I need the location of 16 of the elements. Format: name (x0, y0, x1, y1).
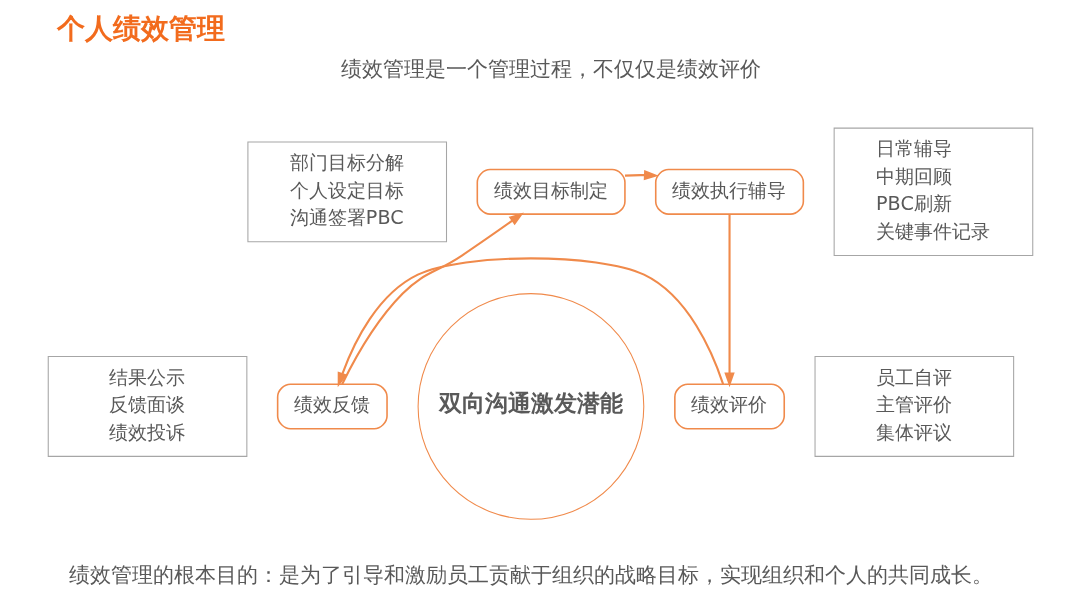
node-box: 员工自评 主管评价 集体评议 (814, 356, 1014, 457)
node-box: 日常辅导 中期回顾 PBC刷新 关键事件记录 (833, 127, 1033, 257)
node-circle: 双向沟通激发潜能 (417, 293, 644, 520)
caption: 绩效管理的根本目的：是为了引导和激励员工贡献于组织的战略目标，实现组织和个人的共同成长。 (68, 561, 993, 587)
node-box: 绩效执行辅导 (654, 168, 804, 215)
node-box: 绩效反馈 (276, 383, 388, 430)
arrow (723, 214, 735, 388)
node-box: 结果公示 反馈面谈 绩效投诉 (47, 356, 247, 457)
node-box: 部门目标分解 个人设定目标 沟通签署PBC (246, 141, 447, 243)
node-box: 绩效目标制定 (476, 168, 626, 215)
node-box: 绩效评价 (673, 383, 785, 430)
arrow (337, 257, 724, 388)
arrow (340, 212, 524, 385)
label: 绩效管理是一个管理过程，不仅仅是绩效评价 (340, 56, 761, 82)
diagram-title: 个人绩效管理 (56, 11, 225, 45)
arrow (624, 169, 659, 181)
